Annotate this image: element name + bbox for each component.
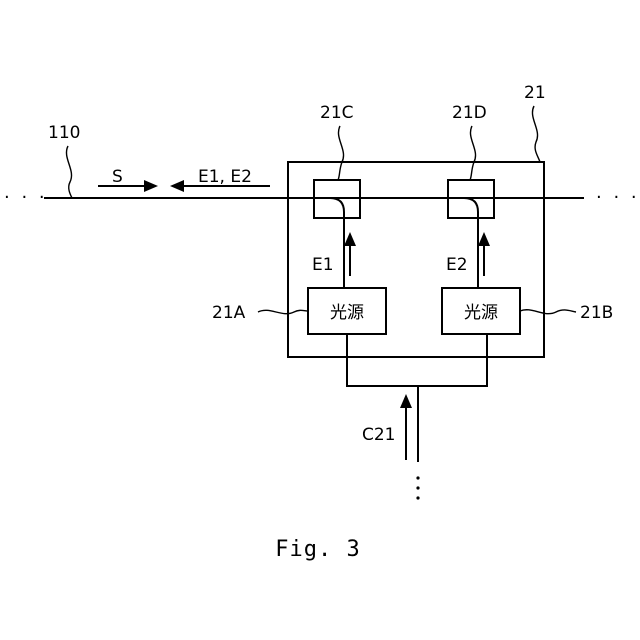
arrow-s-head (144, 180, 158, 192)
label-21c: 21C (320, 103, 354, 123)
c21-dot-3 (416, 496, 419, 499)
left-continuation-dots: · · · (4, 187, 48, 208)
coupler-21d-branch (464, 198, 478, 218)
label-21d: 21D (452, 103, 487, 123)
figure-caption: Fig. 3 (275, 537, 360, 562)
leader-110 (66, 146, 72, 198)
leader-21b (520, 310, 576, 314)
control-bus (347, 334, 487, 386)
label-c21: C21 (362, 425, 396, 445)
leader-21 (532, 106, 540, 162)
arrow-e2-head (478, 232, 490, 246)
label-s: S (112, 167, 123, 187)
label-21b: 21B (580, 303, 613, 323)
arrow-c21-head (400, 394, 412, 408)
leader-21d (470, 126, 476, 180)
label-21: 21 (524, 83, 546, 103)
leader-21c (338, 126, 344, 180)
right-continuation-dots: · · · (596, 187, 640, 208)
label-e2: E2 (446, 255, 468, 275)
arrow-e1-head (344, 232, 356, 246)
c21-dot-2 (416, 486, 419, 489)
label-e1: E1 (312, 255, 334, 275)
arrow-e-head (170, 180, 184, 192)
label-110: 110 (48, 123, 80, 143)
label-21a: 21A (212, 303, 246, 323)
label-e1-e2: E1, E2 (198, 167, 252, 187)
light-source-21b-text: 光源 (464, 303, 498, 323)
coupler-21c-branch (330, 198, 344, 218)
c21-dot-1 (416, 476, 419, 479)
leader-21a (258, 310, 308, 313)
light-source-21a-text: 光源 (330, 303, 364, 323)
